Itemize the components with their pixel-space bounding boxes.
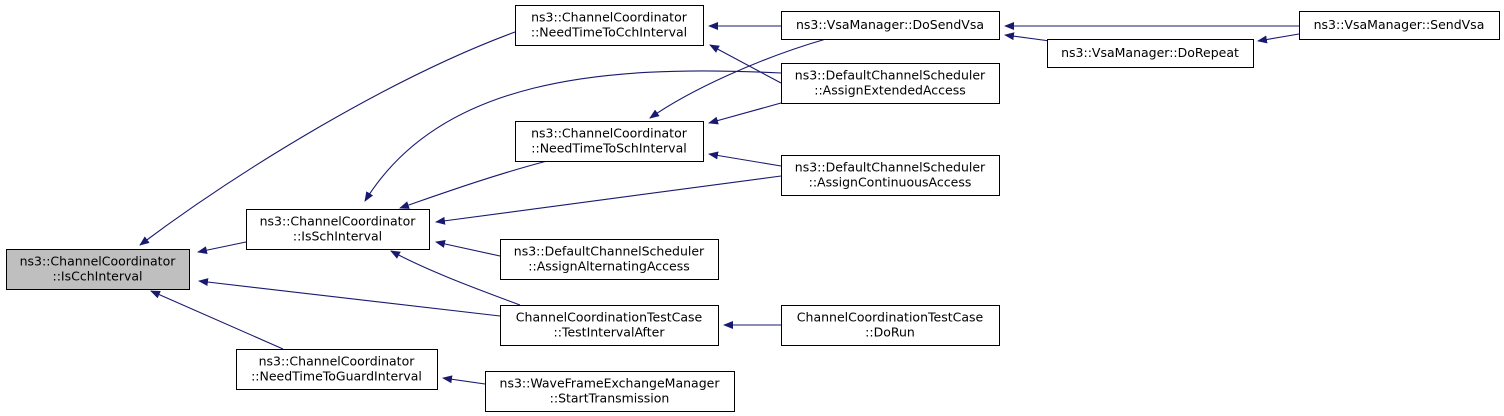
node-do-repeat[interactable]: ns3::VsaManager::DoRepeat [1047,39,1254,68]
node-label-line: ::NeedTimeToCchInterval [531,25,687,40]
node-label-line: ns3::VsaManager::DoRepeat [1061,45,1239,60]
node-label-line: ns3::ChannelCoordinator [20,254,177,269]
node-label-line: ChannelCoordinationTestCase [516,310,703,325]
node-label-line: ::IsCchInterval [52,269,142,284]
node-assign-alternating-access[interactable]: ns3::DefaultChannelScheduler::AssignAlte… [500,239,719,280]
node-do-run[interactable]: ChannelCoordinationTestCase::DoRun [781,305,1000,346]
node-box [236,349,438,390]
node-need-time-to-guard-interval[interactable]: ns3::ChannelCoordinator::NeedTimeToGuard… [236,349,438,390]
edge-assign-continuous-access-to-need-time-to-sch-interval [708,151,782,167]
node-label-line: ::AssignContinuousAccess [809,175,972,190]
node-box [500,305,719,346]
node-do-send-vsa[interactable]: ns3::VsaManager::DoSendVsa [781,11,1000,40]
node-label-line: ns3::VsaManager::DoSendVsa [796,17,984,32]
node-box [781,11,1000,40]
node-box [6,249,190,290]
node-is-cch-interval[interactable]: ns3::ChannelCoordinator::IsCchInterval [6,249,190,290]
node-send-vsa[interactable]: ns3::VsaManager::SendVsa [1299,11,1500,40]
node-label-line: ::AssignAlternatingAccess [528,259,689,274]
node-label-line: ::NeedTimeToSchInterval [531,141,686,156]
edge-assign-extended-access-to-need-time-to-sch-interval [708,102,782,125]
node-label-line: ::TestIntervalAfter [554,325,666,340]
node-box [781,305,1000,346]
node-need-time-to-cch-interval[interactable]: ns3::ChannelCoordinator::NeedTimeToCchIn… [515,5,704,46]
node-label-line: ::IsSchInterval [293,229,382,244]
node-is-sch-interval[interactable]: ns3::ChannelCoordinator::IsSchInterval [246,209,430,250]
node-box [246,209,430,250]
edge-is-sch-interval-to-is-cch-interval [197,241,247,255]
node-label-line: ns3::ChannelCoordinator [531,126,688,141]
edge-assign-extended-access-to-need-time-to-cch-interval [709,44,782,84]
node-start-transmission[interactable]: ns3::WaveFrameExchangeManager::StartTran… [485,371,735,412]
edges-layer [139,22,1300,385]
node-assign-extended-access[interactable]: ns3::DefaultChannelScheduler::AssignExte… [781,63,1000,104]
node-label-line: ns3::ChannelCoordinator [260,214,417,229]
edge-assign-alternating-access-to-is-sch-interval [435,240,501,257]
edge-do-send-vsa-to-need-time-to-sch-interval [649,38,827,119]
node-label-line: ns3::VsaManager::SendVsa [1314,17,1485,32]
node-box [781,155,1000,196]
node-label-line: ns3::ChannelCoordinator [531,10,688,25]
node-box [515,121,704,162]
edge-test-interval-after-to-is-cch-interval [198,278,501,317]
node-label-line: ::AssignExtendedAccess [814,83,966,98]
node-box [515,5,704,46]
node-test-interval-after[interactable]: ChannelCoordinationTestCase::TestInterva… [500,305,719,346]
edge-do-repeat-to-do-send-vsa [1004,32,1051,42]
edge-send-vsa-to-do-repeat [1257,33,1300,44]
node-label-line: ns3::DefaultChannelScheduler [795,160,986,175]
node-need-time-to-sch-interval[interactable]: ns3::ChannelCoordinator::NeedTimeToSchIn… [515,121,704,162]
node-label-line: ChannelCoordinationTestCase [797,310,984,325]
node-box [500,239,719,280]
node-label-line: ns3::DefaultChannelScheduler [514,244,705,259]
edge-need-time-to-cch-interval-to-is-cch-interval [139,31,516,246]
node-label-line: ::DoRun [865,325,915,340]
nodes-layer: ns3::ChannelCoordinator::IsCchIntervalns… [6,5,1500,412]
edge-need-time-to-sch-interval-to-is-sch-interval [399,160,548,209]
node-label-line: ::StartTransmission [550,391,670,406]
node-label-line: ::NeedTimeToGuardInterval [251,369,422,384]
node-box [781,63,1000,104]
edge-start-transmission-to-need-time-to-guard-interval [442,375,486,385]
node-box [485,371,735,412]
edge-assign-continuous-access-to-is-sch-interval [435,175,782,225]
edge-test-interval-after-to-is-sch-interval [390,250,521,306]
node-label-line: ns3::DefaultChannelScheduler [795,68,986,83]
node-box [1299,11,1500,40]
node-assign-continuous-access[interactable]: ns3::DefaultChannelScheduler::AssignCont… [781,155,1000,196]
node-box [1047,39,1254,68]
node-label-line: ns3::WaveFrameExchangeManager [500,376,721,391]
edge-assign-extended-access-to-is-sch-interval [364,70,782,202]
node-label-line: ns3::ChannelCoordinator [259,354,416,369]
edge-need-time-to-guard-interval-to-is-cch-interval [150,290,284,350]
